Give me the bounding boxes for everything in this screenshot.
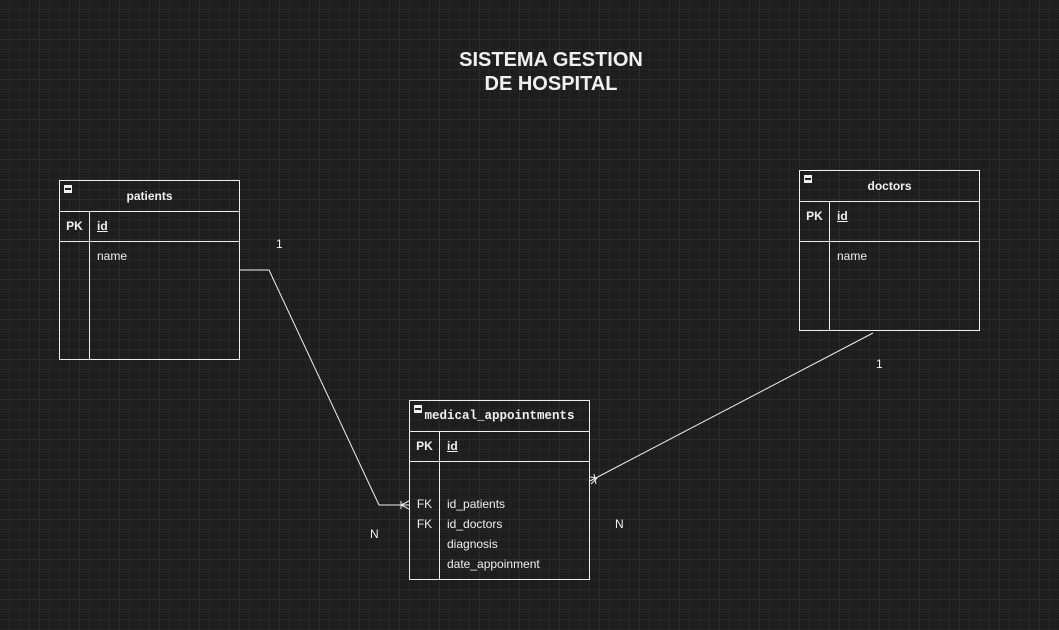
attribute-date-appoinment[interactable]: date_appoinment	[447, 557, 540, 571]
collapse-icon[interactable]	[804, 175, 812, 183]
collapse-icon[interactable]	[64, 185, 72, 193]
entity-patients-header[interactable]: patients	[60, 181, 239, 212]
cardinality-doctors-one: 1	[876, 357, 883, 371]
diagram-title: SISTEMA GESTION DE HOSPITAL	[420, 48, 682, 96]
entity-doctors-name: doctors	[867, 179, 912, 193]
column-divider	[439, 431, 440, 579]
collapse-icon[interactable]	[414, 405, 422, 413]
fk-label: FK	[416, 517, 433, 531]
fk-label: FK	[416, 497, 433, 511]
attribute-name[interactable]: name	[837, 249, 868, 263]
attribute-diagnosis[interactable]: diagnosis	[447, 537, 498, 551]
diagram-title-line-1: SISTEMA GESTION	[459, 49, 643, 71]
entity-medical-appointments-header[interactable]: medical_appointments	[410, 401, 589, 432]
entity-doctors-header[interactable]: doctors	[800, 171, 979, 202]
pk-label: PK	[806, 209, 823, 223]
pk-label: PK	[66, 219, 83, 233]
cardinality-doctors-many: N	[615, 517, 624, 531]
cardinality-patients-many: N	[370, 527, 379, 541]
pk-field: id	[97, 219, 108, 233]
entity-medical-appointments-name: medical_appointments	[424, 409, 575, 423]
column-divider	[89, 211, 90, 359]
cardinality-patients-one: 1	[276, 237, 283, 251]
pk-field: id	[447, 439, 458, 453]
entity-patients-pk-row[interactable]: PK id	[60, 211, 239, 242]
attribute-id-patients[interactable]: id_patients	[447, 497, 506, 511]
pk-field: id	[837, 209, 848, 223]
crow-foot-many-icon	[589, 473, 598, 485]
entity-patients-name: patients	[126, 189, 173, 203]
attribute-id-doctors[interactable]: id_doctors	[447, 517, 503, 531]
pk-label: PK	[416, 439, 433, 453]
entity-doctors-pk-row[interactable]: PK id	[800, 201, 979, 242]
entity-medical-appointments[interactable]: medical_appointments PK id FK id_patient…	[409, 400, 590, 580]
entity-doctors[interactable]: doctors PK id name	[799, 170, 980, 331]
connector-doctors-appointments	[589, 332, 874, 482]
diagram-title-line-2: DE HOSPITAL	[484, 73, 618, 95]
entity-medical-appointments-pk-row[interactable]: PK id	[410, 431, 589, 462]
attribute-name[interactable]: name	[97, 249, 128, 263]
connector-patients-appointments	[240, 269, 409, 506]
column-divider	[829, 201, 830, 330]
crow-foot-many-icon	[400, 500, 410, 510]
entity-patients[interactable]: patients PK id name	[59, 180, 240, 360]
